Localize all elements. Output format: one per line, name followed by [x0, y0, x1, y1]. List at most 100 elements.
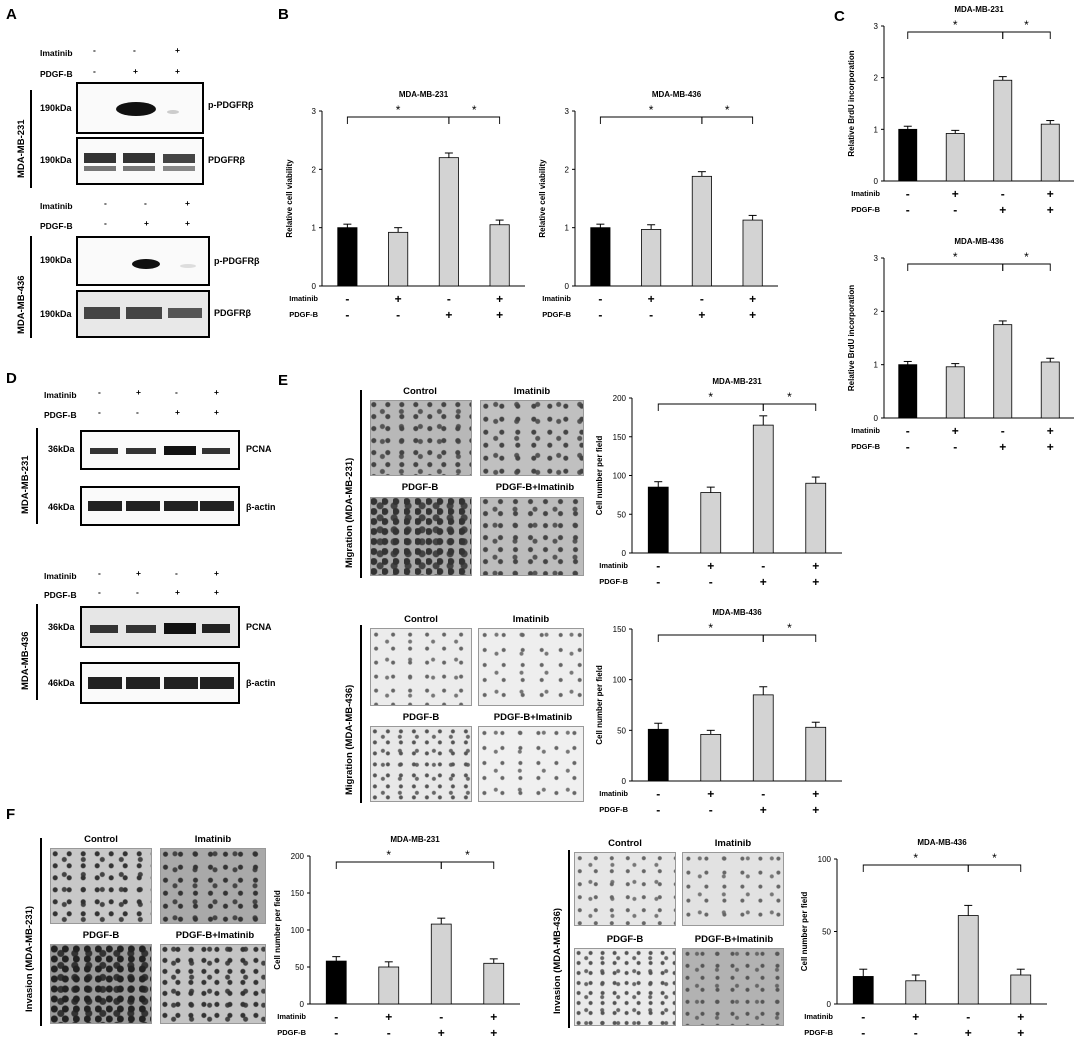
sign: +	[707, 559, 714, 573]
panel-letter-f: F	[6, 806, 16, 823]
sign: -	[709, 803, 713, 817]
y-axis-label: Relative cell viability	[285, 159, 294, 238]
panel-letter-c: C	[834, 8, 845, 25]
significance-bracket	[657, 403, 764, 411]
micrograph	[370, 628, 472, 706]
row-label-imatinib: Imatinib	[851, 426, 880, 435]
blot-pdgfr-231	[76, 137, 204, 185]
y-tick-label: 50	[617, 726, 626, 735]
micro-title: PDGF-B+Imatinib	[175, 930, 255, 941]
bar	[438, 157, 459, 287]
sign: +	[749, 292, 756, 306]
sign: -	[598, 308, 602, 322]
micrograph	[160, 944, 266, 1024]
blot-pcna-231	[80, 430, 240, 470]
panel-letter-d: D	[6, 370, 17, 387]
bar	[691, 175, 712, 287]
mw-label: 190kDa	[40, 103, 72, 113]
panel-letter-a: A	[6, 6, 17, 23]
sign: +	[812, 559, 819, 573]
mw-label: 46kDa	[48, 502, 75, 512]
sign: +	[760, 803, 767, 817]
protein-label: PDGFRβ	[208, 155, 245, 165]
cell-line-label-436: MDA-MB-436	[16, 275, 27, 334]
bar	[337, 227, 358, 287]
cell-line-label-231: MDA-MB-231	[20, 455, 31, 514]
row-label-pdgfb: PDGF-B	[277, 1028, 306, 1037]
bar	[378, 966, 400, 1005]
y-tick-label: 2	[874, 74, 879, 83]
sign: +	[812, 787, 819, 801]
sign: +	[749, 308, 756, 322]
sign: -	[861, 1026, 865, 1040]
chart-title: MDA-MB-436	[712, 608, 762, 617]
bar	[489, 224, 510, 287]
y-tick-label: 50	[617, 510, 626, 519]
sign: -	[656, 803, 660, 817]
bar	[945, 366, 965, 419]
micrograph	[370, 726, 472, 802]
y-axis-label: Cell number per field	[595, 436, 604, 516]
sign: +	[496, 292, 503, 306]
y-tick-label: 3	[565, 107, 570, 116]
y-axis-label: Relative BrdU incorporation	[847, 285, 856, 391]
bar	[325, 960, 347, 1005]
bar	[957, 915, 979, 1005]
micro-title: PDGF-B	[606, 934, 644, 945]
row-label-pdgfb: PDGF-B	[599, 805, 628, 814]
sign: -	[144, 198, 147, 208]
y-tick-label: 1	[312, 224, 317, 233]
significance-bracket	[701, 116, 754, 124]
sign: +	[136, 387, 141, 397]
micrograph	[50, 944, 152, 1024]
sign: -	[906, 203, 910, 217]
side-label: Invasion (MDA-MB-436)	[552, 907, 563, 1014]
cell-line-label-231: MDA-MB-231	[16, 119, 27, 178]
sign: -	[439, 1010, 443, 1024]
row-label-pdgfb: PDGF-B	[44, 410, 77, 420]
sign: +	[1047, 440, 1054, 454]
bar	[852, 976, 874, 1005]
micrograph	[480, 497, 584, 576]
sign: -	[700, 292, 704, 306]
sign: -	[656, 559, 660, 573]
bar	[898, 364, 918, 419]
sign: +	[214, 407, 219, 417]
sign: +	[445, 308, 452, 322]
sign: +	[812, 803, 819, 817]
y-tick-label: 1	[874, 361, 879, 370]
micro-title: PDGF-B+Imatinib	[495, 482, 575, 493]
micrograph	[480, 400, 584, 476]
sign: -	[133, 45, 136, 55]
bar	[805, 726, 827, 782]
bar	[805, 482, 827, 554]
row-label-pdgfb: PDGF-B	[542, 310, 571, 319]
sign: -	[966, 1010, 970, 1024]
row-label-imatinib: Imatinib	[277, 1012, 306, 1021]
sign: +	[1017, 1010, 1024, 1024]
row-label-imatinib: Imatinib	[40, 48, 73, 58]
y-tick-label: 1	[565, 224, 570, 233]
row-label-pdgfb: PDGF-B	[851, 442, 880, 451]
bar	[993, 324, 1013, 419]
micrograph	[574, 852, 676, 926]
panel-letter-e: E	[278, 372, 289, 389]
sign: -	[136, 587, 139, 597]
bar	[1040, 361, 1060, 419]
micrograph	[682, 948, 784, 1026]
significance-bracket	[762, 634, 817, 642]
bar	[430, 923, 452, 1005]
chart-title: MDA-MB-436	[652, 90, 702, 99]
protein-label: PDGFRβ	[214, 308, 251, 318]
protein-label: PCNA	[246, 622, 272, 632]
sign: +	[175, 587, 180, 597]
y-tick-label: 100	[613, 472, 627, 481]
sign: -	[387, 1026, 391, 1040]
row-label-pdgfb: PDGF-B	[851, 205, 880, 214]
significance-star: *	[708, 621, 713, 635]
micro-title: Imatinib	[714, 838, 752, 849]
